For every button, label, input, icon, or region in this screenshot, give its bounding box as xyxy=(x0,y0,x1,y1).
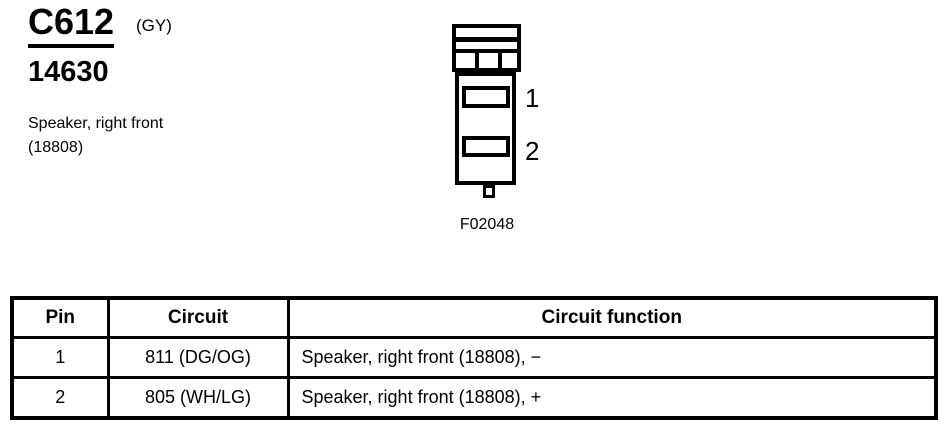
table-row: 2 805 (WH/LG) Speaker, right front (1880… xyxy=(10,376,938,420)
head-cell-divider-1 xyxy=(475,53,479,68)
head-cell-divider-2 xyxy=(498,53,502,68)
cell-circuit-1: 811 (DG/OG) xyxy=(106,336,290,379)
description-line-1: Speaker, right front xyxy=(28,115,164,132)
pin-2-label: 2 xyxy=(525,136,540,166)
description-line-2: (18808) xyxy=(28,139,84,156)
cell-function-2: Speaker, right front (18808), + xyxy=(286,376,938,420)
connector-body-shape xyxy=(455,72,516,185)
pin-1-label: 1 xyxy=(525,83,540,113)
cell-function-1: Speaker, right front (18808), − xyxy=(286,336,938,379)
head-cell-1 xyxy=(456,53,475,68)
head-bar-2 xyxy=(456,49,517,53)
cell-circuit-2: 805 (WH/LG) xyxy=(106,376,290,420)
table-row: 1 811 (DG/OG) Speaker, right front (1880… xyxy=(10,336,938,379)
connector-stub xyxy=(483,185,495,198)
pin-1-cavity xyxy=(462,86,510,108)
head-slot-2 xyxy=(456,42,517,49)
figure-id: F02048 xyxy=(459,216,515,233)
head-cell-2 xyxy=(479,53,498,68)
head-cell-3 xyxy=(502,53,517,68)
connector-description: Speaker, right front (18808) xyxy=(28,112,163,160)
head-bar-1 xyxy=(456,37,517,42)
part-number: 14630 xyxy=(28,56,109,88)
connector-head-shape xyxy=(452,24,521,72)
connector-diagram: 1 2 xyxy=(452,24,572,199)
column-header-circuit-function: Circuit function xyxy=(286,296,938,339)
head-slot-1 xyxy=(456,28,517,37)
cell-pin-1: 1 xyxy=(10,336,110,379)
column-header-circuit: Circuit xyxy=(106,296,290,339)
cell-pin-2: 2 xyxy=(10,376,110,420)
pinout-table: Pin Circuit Circuit function 1 811 (DG/O… xyxy=(10,296,938,420)
connector-id: C612 xyxy=(28,4,115,48)
head-cell-row xyxy=(456,53,517,68)
connector-color-code: (GY) xyxy=(136,16,172,35)
column-header-pin: Pin xyxy=(10,296,110,339)
table-header-row: Pin Circuit Circuit function xyxy=(10,296,938,339)
pin-2-cavity xyxy=(462,136,510,157)
